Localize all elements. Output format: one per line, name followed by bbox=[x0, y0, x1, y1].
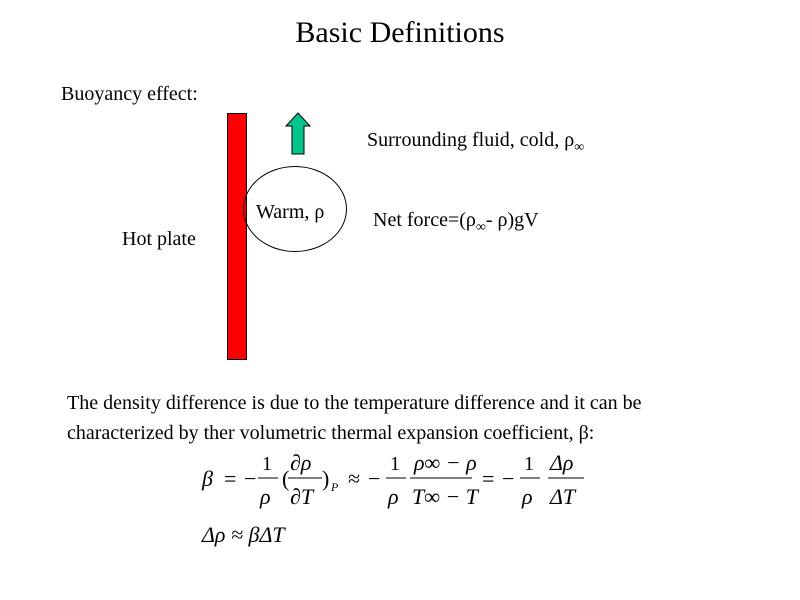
eq-rho-inf-minus-rho: ρ∞ − ρ bbox=[413, 450, 477, 475]
paragraph-line-2: characterized by ther volumetric thermal… bbox=[67, 422, 595, 444]
eq-dT: ∂T bbox=[290, 484, 315, 509]
eq-delta-t: ΔT bbox=[549, 484, 577, 509]
eq-rho-3: ρ bbox=[521, 484, 533, 509]
paragraph-line-1: The density difference is due to the tem… bbox=[67, 392, 642, 414]
eq-rho-1: ρ bbox=[259, 484, 271, 509]
eq-one-1: 1 bbox=[262, 453, 272, 475]
eq-paren-open: ( bbox=[282, 466, 289, 491]
surrounding-fluid-label: Surrounding fluid, cold, ρ∞ bbox=[367, 129, 585, 155]
hot-plate bbox=[227, 113, 247, 360]
eq-one-2: 1 bbox=[390, 453, 400, 475]
up-arrow-icon bbox=[284, 112, 312, 155]
slide-title: Basic Definitions bbox=[295, 16, 505, 49]
eq-t-inf-minus-t: T∞ − T bbox=[412, 484, 480, 509]
eq-paren-close: ) bbox=[322, 466, 329, 491]
eq-rho-2: ρ bbox=[387, 484, 399, 509]
eq-minus-1: − bbox=[244, 466, 256, 491]
eq-sub-p: P bbox=[330, 480, 339, 494]
eq-minus-3: − bbox=[502, 466, 514, 491]
hot-plate-label: Hot plate bbox=[122, 228, 196, 250]
buoyancy-heading: Buoyancy effect: bbox=[61, 83, 198, 105]
eq-equals-2: = bbox=[482, 466, 494, 491]
warm-label: Warm, ρ bbox=[256, 201, 325, 223]
eq-one-3: 1 bbox=[524, 453, 534, 475]
eq-approx-1: ≈ bbox=[348, 466, 360, 491]
net-force-label: Net force=(ρ∞- ρ)gV bbox=[373, 209, 539, 235]
beta-equation: β = − 1 ρ ( ∂ρ ∂T ) P ≈ − 1 ρ ρ∞ − ρ T∞ … bbox=[201, 450, 584, 547]
eq-delta-rho-approx: Δρ ≈ βΔT bbox=[201, 522, 286, 547]
eq-delta-rho: Δρ bbox=[549, 450, 573, 475]
eq-drho: ∂ρ bbox=[290, 450, 311, 475]
eq-beta-symbol: β bbox=[201, 466, 213, 491]
eq-equals-1: = bbox=[224, 466, 236, 491]
warm-fluid-parcel bbox=[243, 166, 347, 252]
eq-minus-2: − bbox=[368, 466, 380, 491]
density-paragraph: The density difference is due to the tem… bbox=[67, 388, 767, 448]
